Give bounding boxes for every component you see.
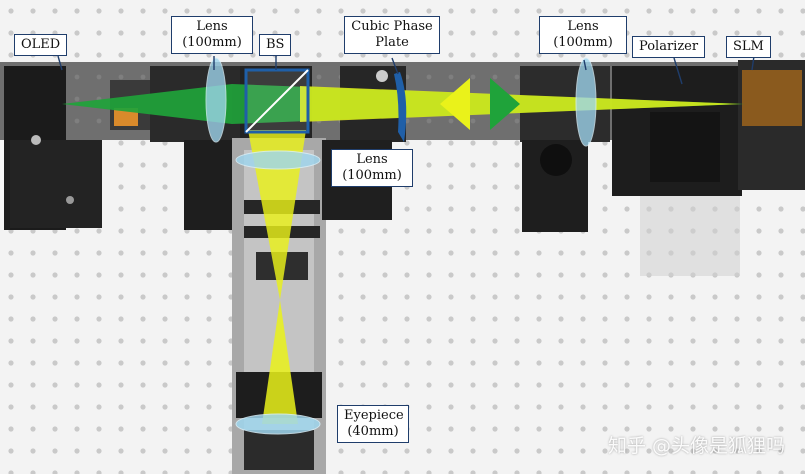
green-beam-oled bbox=[62, 84, 232, 124]
arrow-left-yellow bbox=[440, 78, 470, 130]
oled-label: OLED bbox=[14, 34, 68, 56]
slm-pointer bbox=[751, 55, 755, 71]
bs-label: BS bbox=[259, 34, 292, 56]
eyepiece-label: Eyepiece (40mm) bbox=[337, 405, 409, 443]
polarizer-pointer bbox=[673, 57, 683, 85]
center-lens bbox=[235, 150, 321, 170]
slm-label: SLM bbox=[726, 36, 771, 58]
oled-label-text: OLED bbox=[21, 37, 61, 52]
left-lens bbox=[205, 57, 227, 143]
oled-screw-2 bbox=[66, 196, 74, 204]
oled-screw bbox=[31, 135, 41, 145]
yellow-beam-return bbox=[300, 86, 742, 122]
right-lens-knob bbox=[540, 144, 572, 176]
center-lens-label: Lens (100mm) bbox=[331, 149, 413, 187]
watermark: 知乎 @头像是狐狸吗 bbox=[607, 435, 785, 457]
slm-panel bbox=[742, 70, 802, 126]
oled-pointer bbox=[57, 55, 63, 71]
eyepiece-tube bbox=[244, 430, 314, 470]
left-lens-label: Lens (100mm) bbox=[171, 16, 253, 54]
cubic-pointer bbox=[391, 57, 399, 75]
cubic-phase-plate bbox=[394, 72, 407, 142]
left-lens-label-line2: (100mm) bbox=[182, 35, 242, 50]
eyepiece-label-line2: (40mm) bbox=[347, 424, 399, 439]
beam-splitter-diagonal bbox=[245, 69, 309, 133]
cubic-plate-screw bbox=[376, 70, 388, 82]
slm-shadow bbox=[640, 196, 740, 276]
yellow-beam-down bbox=[248, 130, 306, 300]
left-lens-label-line1: Lens bbox=[196, 19, 228, 34]
right-lens-label-line1: Lens bbox=[567, 19, 599, 34]
polarizer-label-text: Polarizer bbox=[639, 39, 699, 54]
cubic-phase-label-line2: Plate bbox=[375, 35, 409, 50]
polarizer-knob-area bbox=[650, 112, 720, 182]
yellow-beam-eyepiece bbox=[262, 300, 298, 424]
slm-label-text: SLM bbox=[733, 39, 764, 54]
center-lens-label-line2: (100mm) bbox=[342, 168, 402, 183]
center-lens-label-line1: Lens bbox=[356, 152, 388, 167]
arrow-right-green bbox=[490, 78, 520, 130]
oled-base bbox=[10, 140, 102, 228]
right-lens-label: Lens (100mm) bbox=[539, 16, 627, 54]
cubic-phase-label: Cubic Phase Plate bbox=[344, 16, 440, 54]
right-lens-pointer bbox=[583, 59, 587, 71]
bs-label-text: BS bbox=[266, 37, 285, 52]
right-lens-label-line2: (100mm) bbox=[553, 35, 613, 50]
left-lens-stage-knob bbox=[114, 108, 138, 126]
cubic-phase-label-line1: Cubic Phase bbox=[351, 19, 433, 34]
eyepiece-lens bbox=[235, 413, 321, 435]
eyepiece-label-line1: Eyepiece bbox=[344, 408, 404, 423]
right-lens bbox=[575, 57, 597, 147]
polarizer-label: Polarizer bbox=[632, 36, 706, 58]
